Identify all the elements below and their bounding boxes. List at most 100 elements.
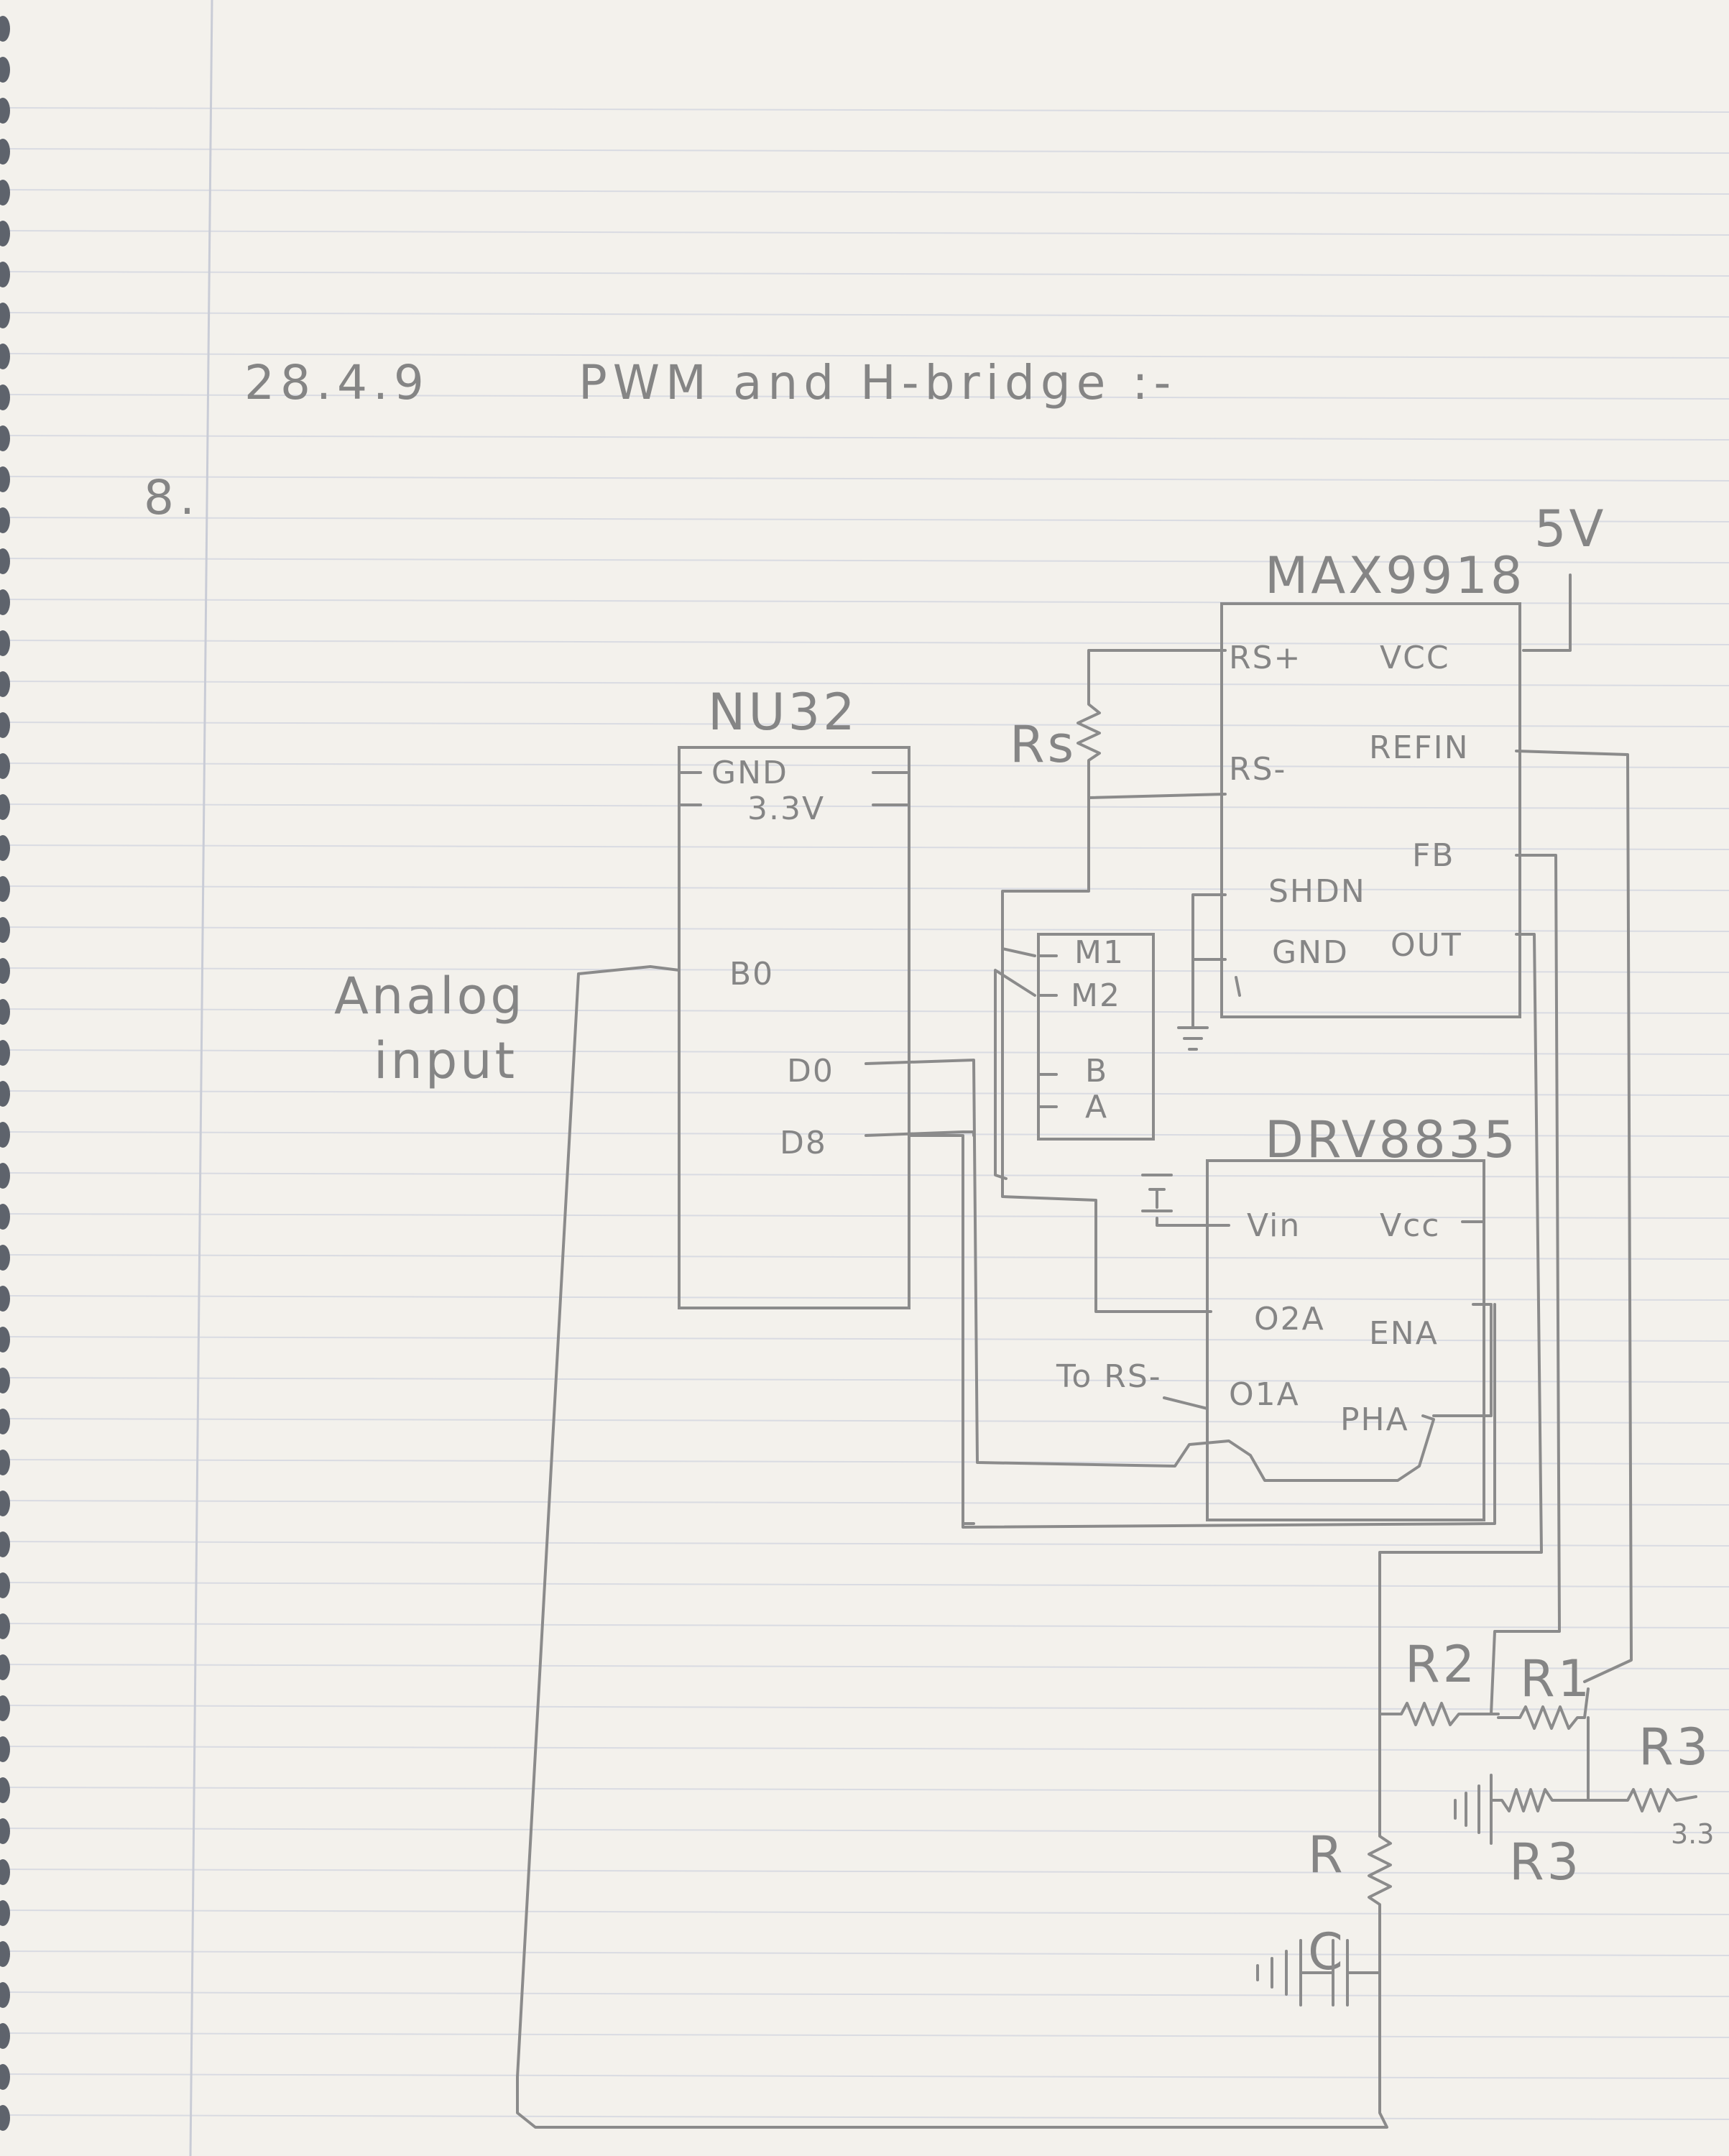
max9918-pin-refin: REFIN [1369, 729, 1470, 766]
ruled-line [0, 1377, 1729, 1383]
binding-ring [0, 835, 10, 861]
binding-ring [0, 139, 10, 165]
binding-ring [0, 2064, 10, 2090]
binding-ring [0, 1204, 10, 1230]
ruled-line [0, 107, 1729, 113]
motor-pin-stubs [1037, 954, 1058, 1108]
ruled-line [0, 1828, 1729, 1833]
binding-ring [0, 384, 10, 410]
nu32-power-pin-stubs [680, 771, 908, 806]
ruled-line [0, 148, 1729, 154]
supply-3v3-label: 3.3 [1671, 1818, 1714, 1850]
ruled-line [0, 722, 1729, 727]
ruled-line [0, 1705, 1729, 1710]
r3-ground-battery [1454, 1774, 1493, 1845]
binding-ring [0, 999, 10, 1025]
margin-line [189, 0, 213, 2156]
ruled-line [0, 763, 1729, 768]
item-number: 8. [144, 470, 200, 525]
resistor-r [1368, 1817, 1392, 1974]
binding-ring [0, 794, 10, 820]
binding-ring [0, 1859, 10, 1885]
r1-label: R1 [1520, 1649, 1592, 1708]
ruled-line [0, 844, 1729, 850]
binding-ring [0, 958, 10, 984]
binding-ring [0, 303, 10, 328]
drv-vin-vcc-stubs [1206, 1220, 1485, 1227]
capacitor-c-to-ground [1256, 1939, 1381, 2007]
binding-ring [0, 1163, 10, 1189]
binding-ring [0, 1941, 10, 1967]
ruled-line [0, 1254, 1729, 1260]
ruled-line [0, 2032, 1729, 2038]
ruled-line [0, 517, 1729, 522]
ruled-line [0, 1909, 1729, 1915]
motor-pin-m2: M2 [1071, 977, 1121, 1014]
nu32-label: NU32 [708, 683, 858, 742]
binding-ring [0, 344, 10, 369]
binding-ring [0, 1654, 10, 1680]
ruled-line [0, 1787, 1729, 1792]
binding-ring [0, 507, 10, 533]
ruled-line [0, 1582, 1729, 1588]
ruled-line [0, 1500, 1729, 1506]
ruled-line [0, 1459, 1729, 1465]
analog-feedback-wire [516, 965, 1388, 2129]
ruled-line [0, 353, 1729, 359]
drv8835-pin-vcc: Vcc [1380, 1207, 1440, 1244]
binding-ring [0, 1245, 10, 1271]
sense-resistor-rs [1076, 649, 1227, 799]
ruled-line [0, 2114, 1729, 2120]
max9918-pin-rs-plus: RS+ [1229, 640, 1301, 676]
ruled-line [0, 1131, 1729, 1137]
ruled-line [0, 1746, 1729, 1751]
ruled-line [0, 230, 1729, 236]
ruled-line [0, 1869, 1729, 1874]
max9918-label: MAX9918 [1265, 546, 1525, 605]
binding-ring [0, 98, 10, 124]
binding-ring [0, 1982, 10, 2008]
drv8835-pin-ena: ENA [1369, 1315, 1439, 1352]
ruled-line [0, 1213, 1729, 1219]
binding-ring [0, 1531, 10, 1557]
max9918-pin-shdn: SHDN [1268, 873, 1366, 910]
d0-ena-wire [864, 1059, 1493, 1482]
max9918-block [1220, 602, 1521, 1018]
entry-title: PWM and H-bridge :- [578, 355, 1176, 410]
resistor-r3-top [1587, 1716, 1697, 1812]
ruled-line [0, 476, 1729, 482]
resistor-r2 [1378, 1702, 1500, 1726]
ruled-line [0, 1049, 1729, 1055]
r-label: R [1308, 1825, 1346, 1884]
nu32-pin-d0: D0 [787, 1053, 834, 1089]
drv8835-pin-pha: PHA [1340, 1401, 1409, 1438]
binding-ring [0, 1409, 10, 1434]
ruled-line [0, 1090, 1729, 1096]
ruled-line [0, 640, 1729, 645]
motor-m2-wire [994, 969, 1036, 1180]
motor-pin-b: B [1085, 1053, 1108, 1089]
binding-ring [0, 16, 10, 42]
binding-ring [0, 425, 10, 451]
drv8835-block [1206, 1159, 1485, 1521]
to-rs-pointer [1163, 1396, 1209, 1410]
sense-to-motor-wire [1001, 796, 1212, 1313]
analog-input-label-line2: input [374, 1031, 517, 1090]
ruled-line [0, 1295, 1729, 1301]
binding-ring [0, 1613, 10, 1639]
ruled-line [0, 2073, 1729, 2079]
drv8835-pin-vin: Vin [1247, 1207, 1301, 1244]
binding-ring [0, 221, 10, 247]
binding-ring [0, 466, 10, 492]
nu32-pin-gnd: GND [711, 755, 788, 791]
ruled-line [0, 558, 1729, 563]
supply-voltage-label: 5V [1534, 499, 1606, 558]
binding-ring [0, 1122, 10, 1148]
binding-ring [0, 1491, 10, 1516]
nu32-pin-3v3: 3.3V [747, 791, 825, 827]
binding-ring [0, 548, 10, 574]
max9918-pin-out: OUT [1391, 927, 1462, 964]
binding-ring [0, 57, 10, 83]
analog-input-label-line1: Analog [334, 967, 525, 1026]
drv-vin-battery [1141, 1174, 1209, 1227]
